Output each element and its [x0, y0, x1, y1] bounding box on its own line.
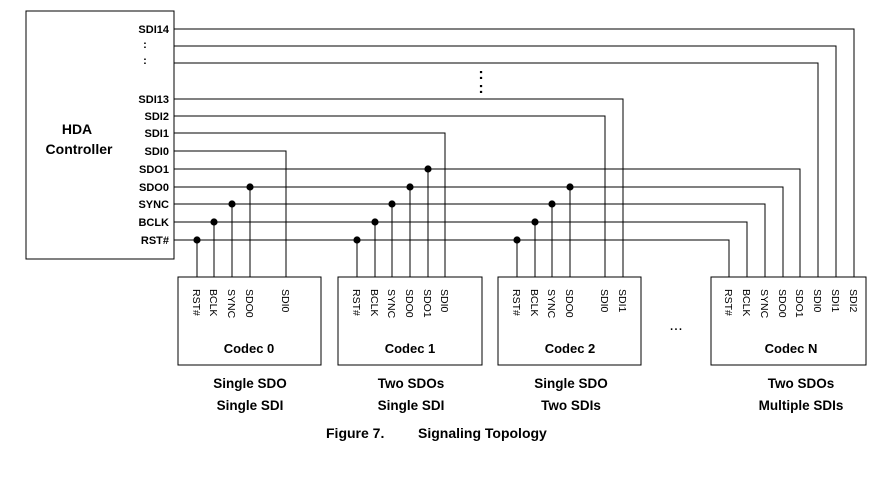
- pin-label: BCLK: [207, 289, 219, 316]
- junction-dot: [246, 183, 254, 191]
- pin-label: SYNC: [385, 289, 397, 319]
- codec1-name: Codec 1: [385, 341, 436, 356]
- junction-dot: [566, 183, 574, 191]
- codec2-pins: RST# BCLK SYNC SDO0 SDI0 SDI1: [510, 289, 628, 319]
- bus-ellipsis: :: [478, 66, 483, 83]
- figure-caption-label: Figure 7.: [326, 425, 384, 441]
- wire-sdi-dots-1: [174, 45, 837, 277]
- pin-label: SDO1: [421, 289, 433, 318]
- codec2-desc1: Single SDO: [534, 376, 608, 391]
- wire-sdi1: [174, 132, 446, 277]
- junction-dot: [548, 200, 556, 208]
- junction-dot: [228, 200, 236, 208]
- figure-caption-title: Signaling Topology: [418, 425, 547, 441]
- codecN-name: Codec N: [765, 341, 818, 356]
- bus-ellipsis: :: [478, 80, 483, 97]
- signal-label-ellipsis-1: :: [143, 39, 147, 51]
- pin-label: BCLK: [740, 289, 752, 316]
- signal-label-sdo0: SDO0: [139, 182, 169, 194]
- pin-label: SDI0: [598, 289, 610, 313]
- wire-bclk: [174, 221, 748, 277]
- codec0-desc2: Single SDI: [217, 398, 284, 413]
- wire-sdo1: [174, 168, 801, 277]
- junction-dot: [531, 218, 539, 226]
- codecN-pins: RST# BCLK SYNC SDO0 SDO1 SDI0 SDI1 SDI2: [722, 289, 859, 319]
- junction-dot: [388, 200, 396, 208]
- pin-label: RST#: [722, 289, 734, 316]
- pin-label: SDI0: [279, 289, 291, 313]
- signal-label-sdi0: SDI0: [145, 146, 169, 158]
- wire-rst: [174, 239, 730, 277]
- controller-bus-wires: [174, 28, 855, 277]
- wire-sdi13: [174, 98, 624, 277]
- pin-label: RST#: [190, 289, 202, 316]
- junction-dot: [424, 165, 432, 173]
- signal-label-sdo1: SDO1: [139, 164, 169, 176]
- pin-label: SYNC: [758, 289, 770, 319]
- pin-label: BCLK: [528, 289, 540, 316]
- junction-dot: [193, 236, 201, 244]
- codec1-desc2: Single SDI: [378, 398, 445, 413]
- signal-label-sdi13: SDI13: [138, 94, 169, 106]
- codec2-name: Codec 2: [545, 341, 596, 356]
- signal-label-bclk: BCLK: [138, 217, 169, 229]
- wire-sync: [174, 203, 766, 277]
- codec0-name: Codec 0: [224, 341, 275, 356]
- controller-label-line1: HDA: [62, 121, 92, 137]
- signal-label-ellipsis-2: :: [143, 55, 147, 67]
- signal-label-sdi1: SDI1: [145, 128, 169, 140]
- wire-sdi0: [174, 150, 287, 277]
- pin-label: SDO0: [563, 289, 575, 318]
- codec1-box: [337, 276, 483, 366]
- codec1-desc1: Two SDOs: [378, 376, 445, 391]
- pin-label: SDO1: [793, 289, 805, 318]
- junction-dot: [513, 236, 521, 244]
- signal-label-sync: SYNC: [138, 199, 169, 211]
- codecN-box: [710, 276, 867, 366]
- codec2-desc2: Two SDIs: [541, 398, 601, 413]
- pin-label: SDI0: [811, 289, 823, 313]
- pin-label: SDI2: [847, 289, 859, 313]
- wire-sdi2: [174, 115, 606, 277]
- pin-label: SDO0: [243, 289, 255, 318]
- pin-label: SYNC: [545, 289, 557, 319]
- wire-sdi14: [174, 28, 855, 277]
- codec1-pins: RST# BCLK SYNC SDO0 SDO1 SDI0: [350, 289, 450, 319]
- codec0-box: [177, 276, 322, 366]
- signal-label-sdi14: SDI14: [138, 24, 169, 36]
- junction-dot: [210, 218, 218, 226]
- junction-dot: [371, 218, 379, 226]
- codecN-desc1: Two SDOs: [768, 376, 835, 391]
- pin-label: RST#: [510, 289, 522, 316]
- pin-label: BCLK: [368, 289, 380, 316]
- pin-label: SDO0: [776, 289, 788, 318]
- junction-dots: [193, 165, 574, 244]
- wire-sdi-dots-2: [174, 62, 819, 277]
- pin-label: SYNC: [225, 289, 237, 319]
- pin-label: SDI0: [438, 289, 450, 313]
- junction-dot: [406, 183, 414, 191]
- codecN-desc2: Multiple SDIs: [759, 398, 844, 413]
- codec-ellipsis: ...: [669, 317, 682, 334]
- controller-label-line2: Controller: [46, 141, 113, 157]
- pin-label: SDI1: [616, 289, 628, 313]
- codec0-pins: RST# BCLK SYNC SDO0 SDI0: [190, 289, 291, 319]
- signal-label-rst: RST#: [141, 235, 169, 247]
- pin-label: SDO0: [403, 289, 415, 318]
- codec0-desc1: Single SDO: [213, 376, 287, 391]
- codec-taps: [196, 169, 571, 277]
- pin-label: SDI1: [829, 289, 841, 313]
- wire-sdo0: [174, 186, 784, 277]
- signal-label-sdi2: SDI2: [145, 111, 169, 123]
- junction-dot: [353, 236, 361, 244]
- codec2-box: [497, 276, 642, 366]
- hda-controller-box: [25, 10, 175, 260]
- pin-label: RST#: [350, 289, 362, 316]
